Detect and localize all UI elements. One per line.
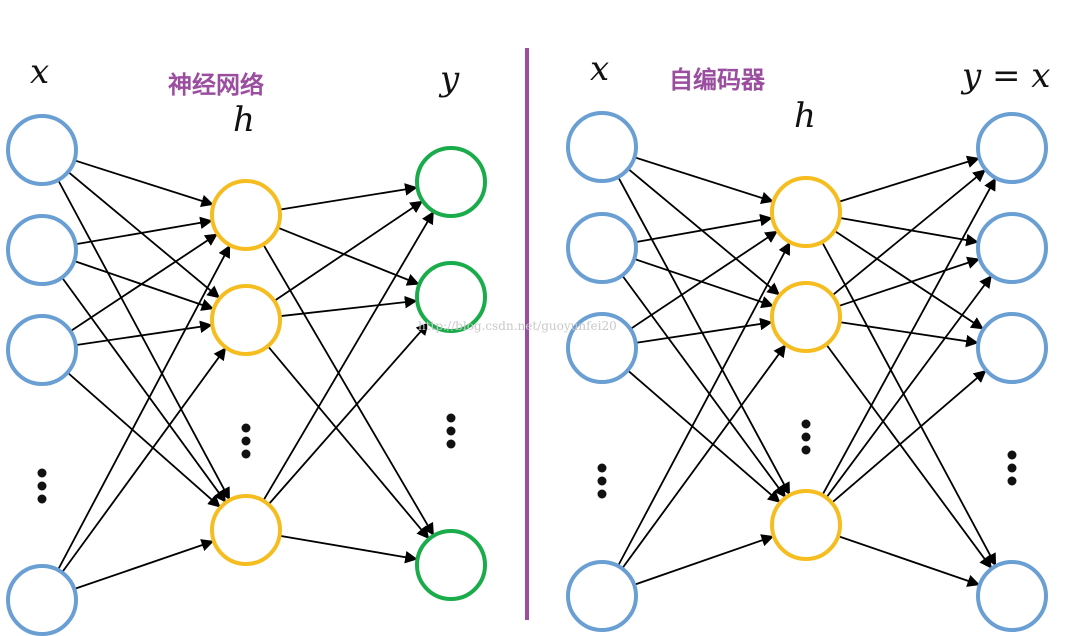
right-edge-input1-to-hidden2 xyxy=(627,168,781,296)
left-edge-input4-to-hidden1 xyxy=(57,244,231,571)
left-edge-input3-to-hidden2 xyxy=(75,320,213,346)
right-output-node-3 xyxy=(976,312,1048,384)
right-edge-input3-to-hidden1 xyxy=(629,230,778,330)
left-hidden-ellipsis xyxy=(241,423,251,459)
right-edge-hidden3-to-output1 xyxy=(821,177,996,496)
right-edge-input2-to-hidden3 xyxy=(621,274,786,498)
right-edge-hidden1-to-output2 xyxy=(839,217,979,247)
right-edge-input4-to-hidden3 xyxy=(633,534,775,586)
left-edge-hidden1-to-output3 xyxy=(262,243,435,536)
right-network-nodes xyxy=(566,111,1048,632)
ellipsis-dots xyxy=(37,413,1017,504)
right-output-node-4 xyxy=(976,560,1048,632)
right-input-ellipsis xyxy=(597,463,607,499)
left-edge-input1-to-hidden3 xyxy=(57,179,231,501)
right-hidden-ellipsis xyxy=(801,419,811,455)
right-edge-hidden2-to-output2 xyxy=(837,256,980,308)
left-output-label: y xyxy=(438,59,460,99)
left-edge-input1-to-hidden1 xyxy=(74,159,214,207)
left-edge-input4-to-hidden2 xyxy=(61,347,227,574)
right-output-node-2 xyxy=(976,212,1048,284)
left-edge-input4-to-hidden3 xyxy=(73,539,215,590)
right-input-node-1 xyxy=(566,111,638,183)
left-hidden-label: h xyxy=(233,100,255,140)
left-panel-title: 神经网络 xyxy=(168,71,264,99)
right-edge-hidden2-to-output1 xyxy=(831,169,986,297)
right-edge-input2-to-hidden1 xyxy=(635,213,773,243)
left-edge-hidden3-to-output1 xyxy=(262,211,434,502)
left-edge-hidden1-to-output1 xyxy=(279,183,418,211)
left-edge-hidden2-to-output1 xyxy=(273,200,424,302)
left-input-node-4 xyxy=(6,564,78,636)
right-edge-input1-to-hidden1 xyxy=(634,156,774,204)
left-edge-input2-to-hidden3 xyxy=(61,276,227,503)
left-edge-input3-to-hidden1 xyxy=(69,233,218,332)
right-edge-input4-to-hidden1 xyxy=(617,241,791,567)
left-hidden-node-2 xyxy=(210,284,282,356)
watermark-text: http://blog.csdn.net/guoyunfei20 xyxy=(418,319,617,333)
left-edge-input1-to-hidden2 xyxy=(67,171,221,299)
left-edge-hidden1-to-output2 xyxy=(277,226,420,286)
right-input-node-4 xyxy=(566,560,638,632)
left-network-nodes xyxy=(6,114,487,636)
left-edge-input3-to-hidden3 xyxy=(66,371,221,508)
left-hidden-node-3 xyxy=(210,494,282,566)
right-output-label: y = x xyxy=(960,56,1051,96)
left-input-node-2 xyxy=(6,214,78,286)
right-edge-hidden1-to-output4 xyxy=(821,241,997,567)
left-output-ellipsis xyxy=(446,413,456,449)
right-edge-input3-to-hidden2 xyxy=(635,317,773,344)
right-hidden-label: h xyxy=(794,96,816,136)
right-edge-hidden1-to-output3 xyxy=(833,229,984,330)
right-network-edges xyxy=(617,155,997,587)
left-input-node-1 xyxy=(6,114,78,186)
left-network-edges xyxy=(57,159,435,590)
right-edge-hidden2-to-output3 xyxy=(839,321,979,348)
right-edge-hidden1-to-output1 xyxy=(838,155,980,203)
right-input-node-3 xyxy=(566,312,638,384)
left-output-node-2 xyxy=(415,261,487,333)
right-output-node-1 xyxy=(976,112,1048,184)
left-edge-hidden3-to-output3 xyxy=(279,534,418,564)
right-output-ellipsis xyxy=(1007,450,1017,486)
left-edge-hidden2-to-output3 xyxy=(267,345,430,540)
right-edge-hidden3-to-output3 xyxy=(831,369,987,504)
right-hidden-node-1 xyxy=(770,176,842,248)
left-edge-input2-to-hidden1 xyxy=(75,216,213,246)
left-input-label: x xyxy=(30,52,49,92)
right-panel-title: 自编码器 xyxy=(669,66,766,94)
right-edge-input3-to-hidden3 xyxy=(627,369,781,503)
left-output-node-3 xyxy=(415,529,487,601)
left-input-ellipsis xyxy=(37,468,47,504)
left-edge-hidden3-to-output2 xyxy=(267,322,429,506)
right-input-label: x xyxy=(590,49,609,89)
left-edge-hidden2-to-output2 xyxy=(279,295,418,318)
right-edge-input1-to-hidden3 xyxy=(617,176,791,496)
right-edge-hidden3-to-output2 xyxy=(825,275,992,499)
left-edge-input2-to-hidden2 xyxy=(73,260,215,311)
right-edge-input2-to-hidden2 xyxy=(633,258,774,309)
left-output-node-1 xyxy=(415,146,487,218)
left-hidden-node-1 xyxy=(210,179,282,251)
right-edge-input4-to-hidden2 xyxy=(621,344,787,570)
right-edge-hidden3-to-output4 xyxy=(837,535,981,587)
right-edge-hidden2-to-output4 xyxy=(825,343,992,569)
right-input-node-2 xyxy=(566,212,638,284)
left-input-node-3 xyxy=(6,314,78,386)
right-hidden-node-2 xyxy=(770,281,842,353)
right-hidden-node-3 xyxy=(770,489,842,561)
